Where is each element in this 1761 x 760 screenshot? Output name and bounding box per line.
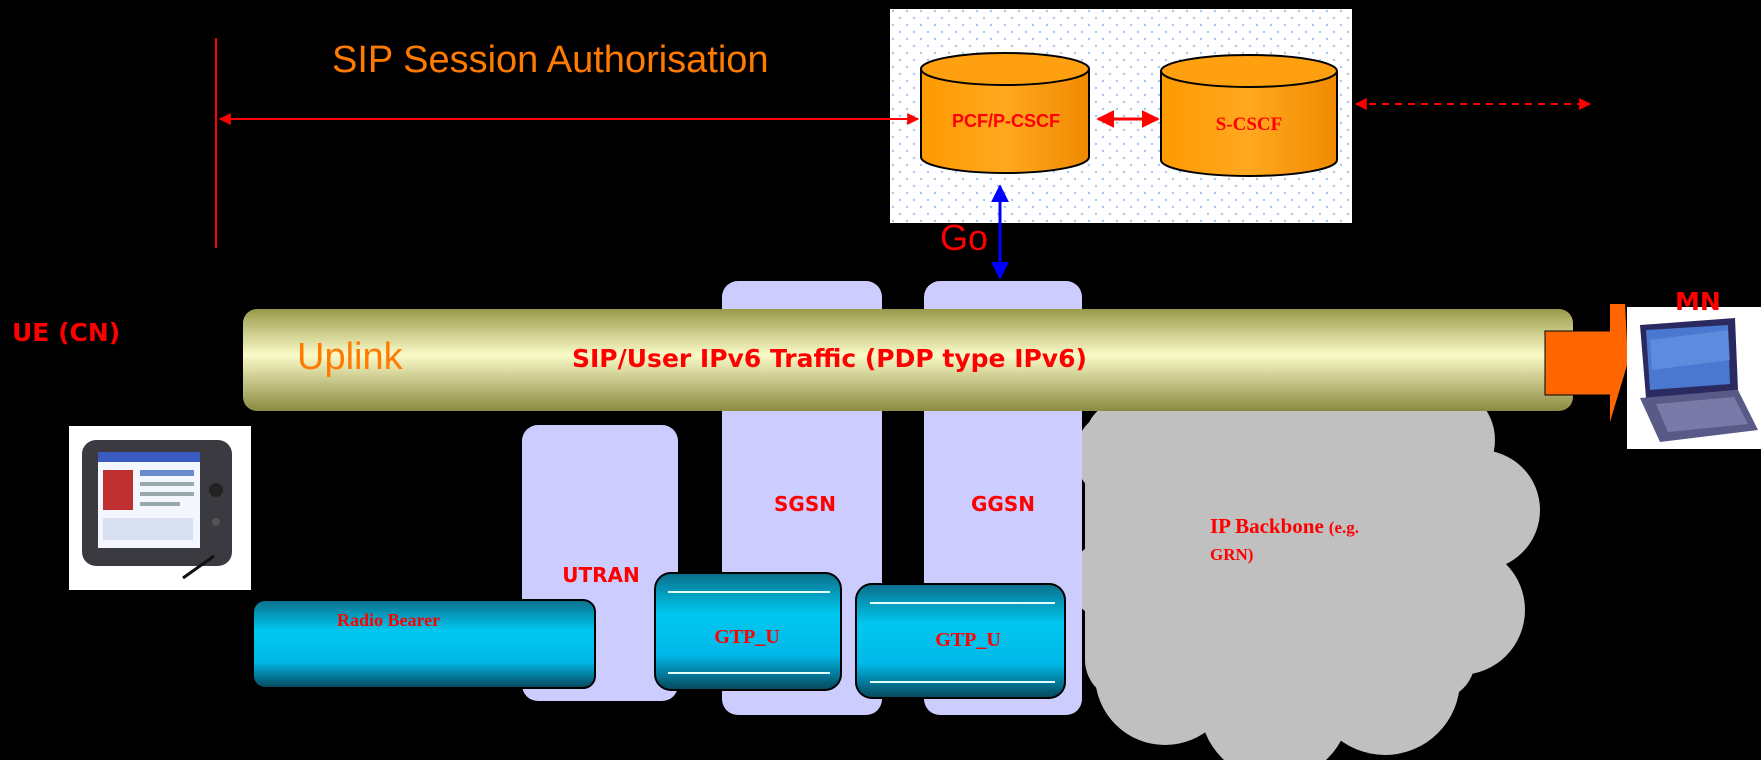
ip-backbone-label: IP Backbone(e.g.	[1210, 514, 1359, 538]
page-title: SIP Session Authorisation	[332, 39, 769, 81]
s-cscf-label: S-CSCF	[1216, 114, 1283, 135]
pcf-p-cscf-label: PCF/P-CSCF	[952, 111, 1060, 131]
uplink-direction-arrow	[1544, 304, 1628, 422]
radio-bearer-label: Radio Bearer	[337, 610, 440, 630]
ggsn-label: GGSN	[971, 492, 1035, 516]
radio-bearer-tunnel	[252, 599, 596, 689]
gtp-u-label-ggsn: GTP_U	[935, 629, 1001, 651]
gtp-u-tunnel-ggsn	[855, 583, 1066, 699]
sgsn-label: SGSN	[774, 492, 836, 516]
utran-label: UTRAN	[562, 563, 640, 587]
ip-backbone-label-line2: GRN)	[1210, 545, 1253, 564]
s-cscf-node	[1160, 54, 1338, 177]
pcf-p-cscf-node	[920, 52, 1090, 174]
ue-label: UE (CN)	[12, 318, 120, 347]
uplink-pipe	[243, 309, 1573, 411]
gtp-u-label-sgsn: GTP_U	[714, 626, 780, 648]
tablet-device-icon	[69, 426, 251, 590]
go-interface-label: Go	[940, 217, 988, 258]
mn-label: MN	[1675, 287, 1721, 316]
traffic-label: SIP/User IPv6 Traffic (PDP type IPv6)	[572, 344, 1087, 373]
laptop-icon	[1627, 307, 1761, 449]
ip-backbone-cloud	[1070, 385, 1540, 760]
gtp-u-tunnel-sgsn	[654, 572, 842, 691]
uplink-label: Uplink	[297, 336, 404, 378]
